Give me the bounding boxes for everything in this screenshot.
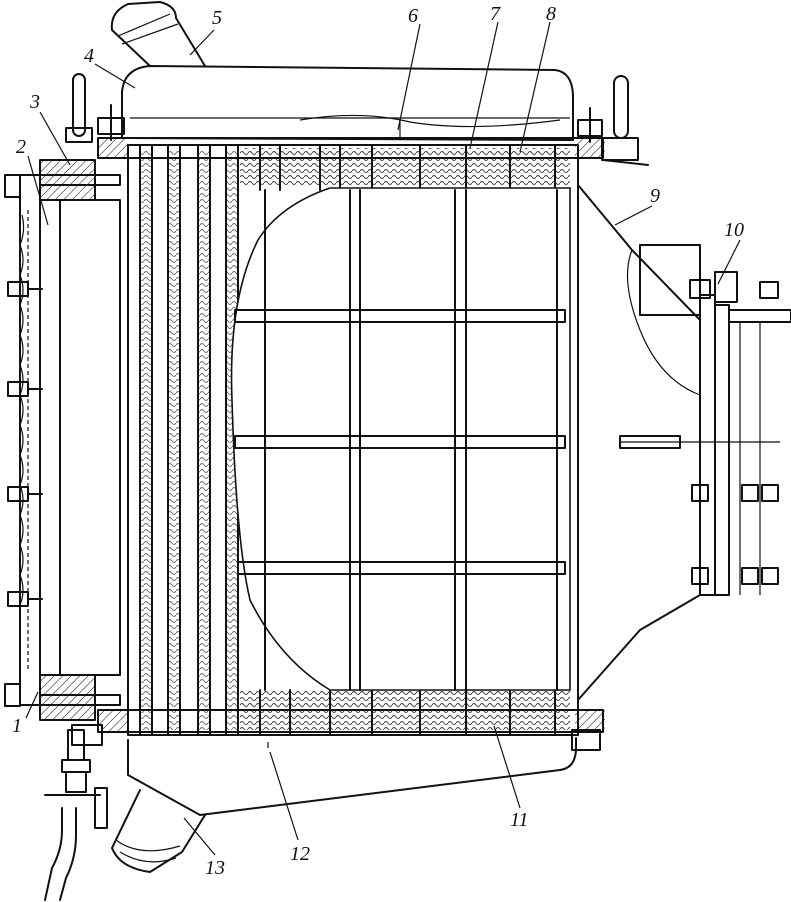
callout-6: 6 (408, 5, 418, 27)
lid-chain (19, 214, 25, 606)
tube-ends-top (240, 144, 570, 191)
drain-valve (44, 729, 108, 901)
callout-12: 12 (290, 843, 310, 865)
callout-5: 5 (212, 7, 222, 29)
callout-4: 4 (84, 45, 94, 67)
callout-2: 2 (16, 136, 26, 158)
callout-8: 8 (546, 3, 556, 25)
bottom-flange-plate (71, 709, 605, 751)
callout-7: 7 (490, 3, 501, 25)
inner-frame-grid (234, 189, 566, 691)
callout-leaders (25, 21, 741, 856)
tube-ends-bottom (240, 689, 570, 736)
bottom-outlet-pipe (111, 789, 206, 873)
left-cover-assembly (4, 159, 121, 721)
callout-9: 9 (650, 185, 660, 207)
cutaway-opening (230, 187, 571, 691)
tube-bundle-shell (127, 144, 579, 736)
callout-1: 1 (12, 715, 22, 737)
callout-labels: 1 2 3 4 5 6 7 8 9 10 11 12 13 (12, 3, 744, 879)
callout-10: 10 (724, 219, 744, 241)
callout-13: 13 (205, 857, 225, 879)
top-inlet-pipe (110, 1, 206, 67)
top-header (121, 65, 574, 141)
left-side-bolts (7, 281, 43, 607)
callout-11: 11 (510, 809, 529, 831)
tube-pack-left (139, 144, 239, 736)
eye-bolt-right (577, 75, 649, 166)
callout-3: 3 (29, 91, 40, 113)
bottom-header (127, 737, 577, 816)
eye-bolt-left (65, 73, 125, 143)
right-flange (619, 271, 791, 596)
